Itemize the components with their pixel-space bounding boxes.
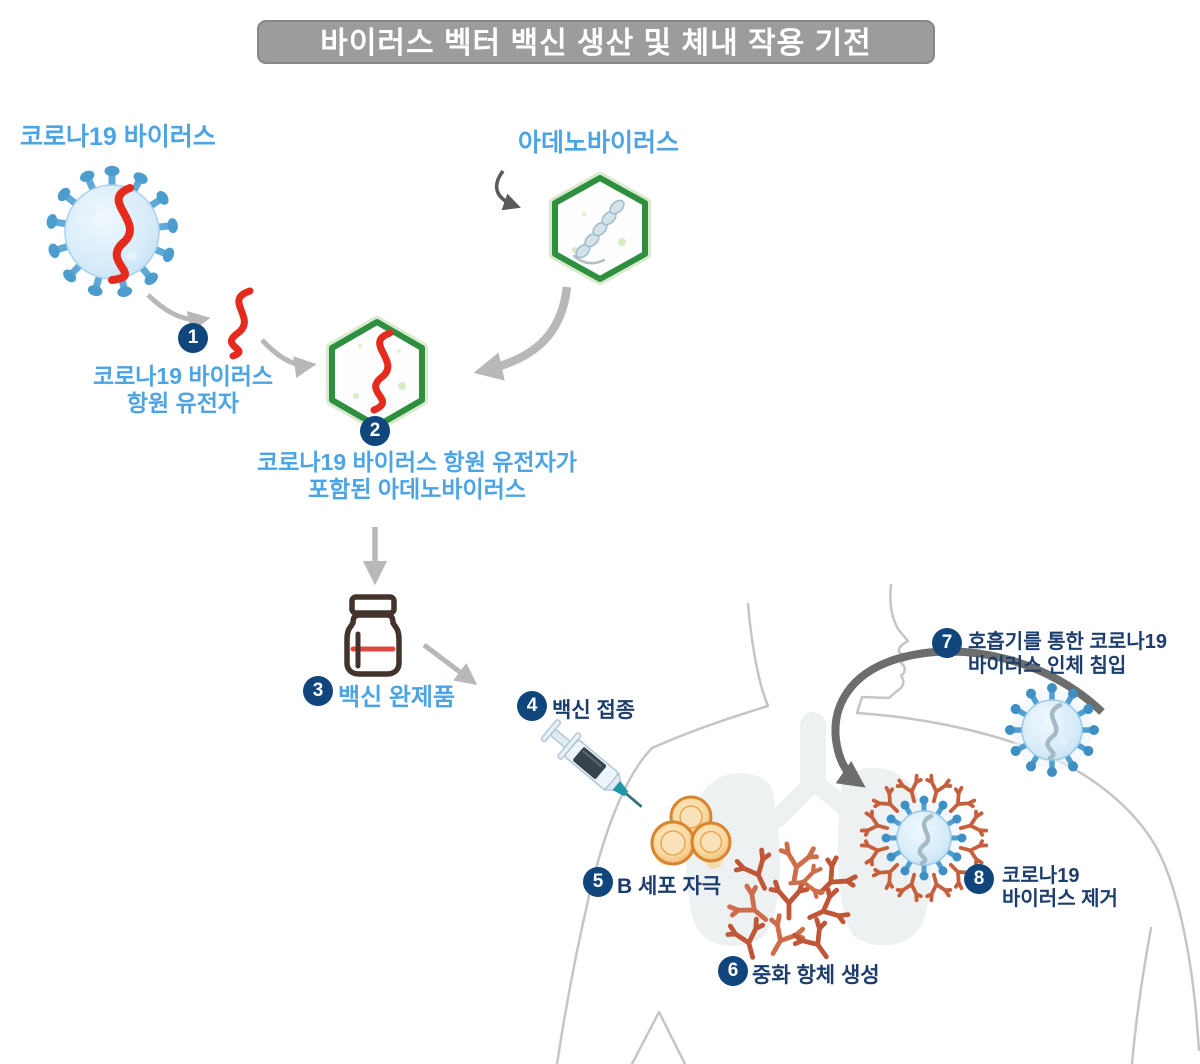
step-badge-4: 4 — [517, 691, 547, 721]
step-label-5: B 세포 자극 — [617, 875, 722, 898]
arrow-label-to-adeno — [494, 169, 521, 211]
step-label-3: 백신 완제품 — [338, 684, 456, 711]
rna-icon — [228, 287, 254, 360]
body-silhouette — [555, 583, 1200, 1064]
step-label-2-line2: 포함된 아데노바이러스 — [308, 476, 526, 502]
arrow-vial-to-injection — [422, 643, 478, 685]
step-label-7-line1: 호흡기를 통한 코로나19 — [968, 631, 1167, 653]
step-label-1-line1: 코로나19 바이러스 — [92, 363, 274, 389]
page-title: 바이러스 벡터 백신 생산 및 체내 작용 기전 — [257, 20, 935, 64]
arrow-corona-to-rna — [146, 293, 211, 333]
arrow-rna-to-vector — [260, 338, 317, 378]
step-label-1-line2: 항원 유전자 — [126, 390, 240, 416]
step-badge-3: 3 — [303, 676, 333, 706]
vector-virus-icon — [326, 316, 428, 432]
arrow-virus-invasion — [831, 647, 1105, 788]
step-label-7-line2: 바이러스 인체 침입 — [968, 655, 1127, 677]
label-adeno-virus: 아데노바이러스 — [518, 129, 680, 157]
step-label-8-line1: 코로나19 — [1002, 865, 1080, 887]
flow-arrows — [146, 169, 1105, 788]
step-label-4: 백신 접종 — [552, 699, 636, 722]
step-badge-2: 2 — [360, 416, 390, 446]
label-corona-virus: 코로나19 바이러스 — [20, 123, 216, 151]
dna-icon — [575, 199, 625, 259]
step-badge-1: 1 — [178, 323, 208, 353]
syringe-icon — [540, 719, 643, 808]
step-label-8-line2: 바이러스 제거 — [1002, 888, 1118, 910]
adenovirus-icon — [549, 172, 651, 285]
coronavirus-icon — [46, 166, 179, 299]
rna-icon — [108, 184, 134, 284]
step-label-8: 코로나19 바이러스 제거 — [1002, 865, 1118, 911]
step-label-1: 코로나19 바이러스 항원 유전자 — [63, 363, 303, 417]
step-badge-6: 6 — [718, 956, 748, 986]
b-cell-icon — [650, 795, 732, 869]
step-label-7: 호흡기를 통한 코로나19 바이러스 인체 침입 — [968, 630, 1167, 678]
step-label-2-line1: 코로나19 바이러스 항원 유전자가 — [257, 449, 577, 475]
invading-virus-icon — [1005, 683, 1099, 777]
arrow-adeno-to-vector — [473, 286, 572, 381]
neutralized-virus-icon — [859, 773, 989, 903]
step-label-2: 코로나19 바이러스 항원 유전자가 포함된 아데노바이러스 — [252, 449, 582, 503]
step-badge-8: 8 — [964, 864, 994, 894]
step-label-6: 중화 항체 생성 — [752, 964, 880, 987]
rna-icon — [370, 329, 394, 414]
step-badge-5: 5 — [583, 867, 613, 897]
step-badge-7: 7 — [932, 628, 962, 658]
vial-icon — [344, 594, 402, 677]
